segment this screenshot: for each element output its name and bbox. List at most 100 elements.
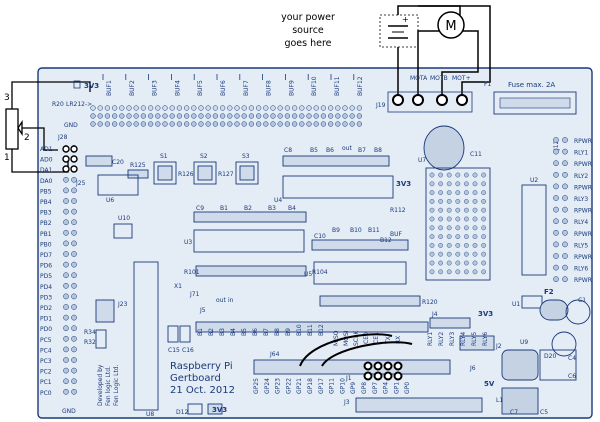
header-pad: [191, 105, 197, 111]
j4-label: J4: [431, 311, 438, 318]
left-pin-label-pc2: PC2: [40, 369, 52, 376]
right-pin-pad: [562, 183, 568, 190]
pot-pin1-label: 1: [4, 153, 10, 163]
rly-row-label-4: RLY4: [460, 332, 467, 346]
left-pin-label-pb2: PB2: [40, 220, 52, 227]
header-pad: [291, 113, 298, 119]
left-pin-label-pb4: PB4: [40, 199, 52, 206]
b-row-label-11: B11: [307, 324, 314, 336]
pot-pin3-label: 3: [4, 93, 10, 103]
u2-label: U2: [530, 177, 538, 184]
potentiometer: [5, 81, 91, 173]
r20-label: R20: [52, 101, 64, 108]
proto-pad: [481, 251, 486, 257]
left-pin-pad: [71, 304, 77, 310]
header-pad: [270, 113, 276, 119]
j71-label: J71: [189, 291, 200, 298]
header-pad: [205, 113, 211, 119]
header-pad: [169, 121, 175, 127]
right-pin-pad: [562, 264, 568, 271]
header-pad: [162, 105, 168, 111]
c8-label: C8: [284, 147, 292, 154]
buf-label-9: BUF9: [288, 80, 295, 96]
u10-label: U10: [118, 215, 130, 222]
header-pad: [277, 105, 283, 111]
proto-pad: [446, 216, 452, 222]
header-pad: [291, 105, 298, 111]
b8-label: B8: [374, 147, 382, 154]
header-pad: [169, 113, 175, 119]
b-row-label-8: B8: [274, 328, 281, 336]
u8-label: U8: [146, 411, 154, 418]
b-row-label-2: B2: [208, 328, 215, 336]
right-pin-pad: [553, 148, 559, 155]
proto-pad: [429, 234, 435, 240]
proto-pad: [472, 269, 478, 275]
right-pin-label-9: RLY5: [574, 242, 588, 249]
left-pin-label-pb3: PB3: [40, 210, 52, 217]
proto-pad: [481, 198, 486, 204]
b-row-label-6: B6: [252, 328, 259, 336]
right-pin-pad: [562, 241, 568, 248]
r127-label: R127: [218, 171, 234, 178]
right-pin-pad: [562, 276, 568, 283]
left-pin-pad: [63, 357, 69, 363]
proto-pad: [438, 216, 443, 222]
s1-label: S1: [160, 153, 168, 160]
c15-label: C15: [168, 347, 180, 354]
header-pad: [284, 113, 291, 119]
header-pad: [162, 113, 168, 119]
left-pin-label-da0: DA0: [40, 178, 53, 185]
u4-label: U4: [274, 197, 282, 204]
left-pin-pad: [63, 198, 69, 204]
proto-pad: [446, 181, 452, 187]
proto-pad: [446, 260, 452, 266]
proto-pad: [438, 190, 443, 196]
buf-label-2: BUF2: [129, 80, 136, 96]
c10-label: C10: [314, 233, 326, 240]
brand-line2: Gertboard: [170, 373, 221, 384]
proto-pad: [429, 207, 435, 213]
gp-row-label-gp25: GP25: [253, 378, 260, 394]
left-pin-pad: [63, 304, 69, 310]
j23-label: J23: [117, 301, 128, 308]
gnd-bottom-label: GND: [62, 408, 76, 415]
right-pin-pad: [553, 206, 559, 213]
b-row-label-4: B4: [230, 328, 237, 336]
header-pad: [270, 121, 276, 127]
proto-pad: [455, 172, 461, 178]
proto-pad: [455, 190, 461, 196]
left-pin-label-pc4: PC4: [40, 347, 52, 354]
header-pad: [284, 105, 291, 111]
left-pin-label-pb5: PB5: [40, 188, 52, 195]
gp-rx-label: RX: [395, 336, 402, 344]
left-pin-pad: [71, 272, 77, 279]
r101-label: R101: [184, 269, 200, 276]
j64-label: J64: [269, 351, 280, 358]
left-pin-pad: [71, 314, 77, 321]
right-pin-pad: [553, 276, 559, 283]
left-pin-label-pc1: PC1: [40, 379, 52, 386]
proto-pad: [463, 225, 469, 231]
b-row-label-5: B5: [241, 328, 248, 336]
right-pin-pad: [562, 171, 568, 178]
proto-pad: [463, 190, 469, 196]
header-pad: [255, 105, 262, 111]
proto-pad: [481, 225, 486, 231]
j6-label: J6: [469, 365, 476, 372]
left-pin-label-pc3: PC3: [40, 358, 52, 365]
gp-row-label-gp0: GP0: [404, 382, 411, 394]
pot-pin2-label: 2: [24, 133, 30, 143]
left-pin-label-pb0: PB0: [40, 241, 52, 248]
right-pin-label-7: RLY4: [574, 219, 588, 226]
proto-pad: [429, 190, 435, 196]
header-pad: [313, 121, 319, 127]
proto-pad: [446, 172, 452, 178]
header-pad: [277, 121, 283, 127]
right-pin-pad: [562, 218, 568, 225]
left-pin-pad: [63, 229, 69, 236]
left-pin-pad: [63, 335, 69, 342]
header-pad: [306, 121, 312, 127]
